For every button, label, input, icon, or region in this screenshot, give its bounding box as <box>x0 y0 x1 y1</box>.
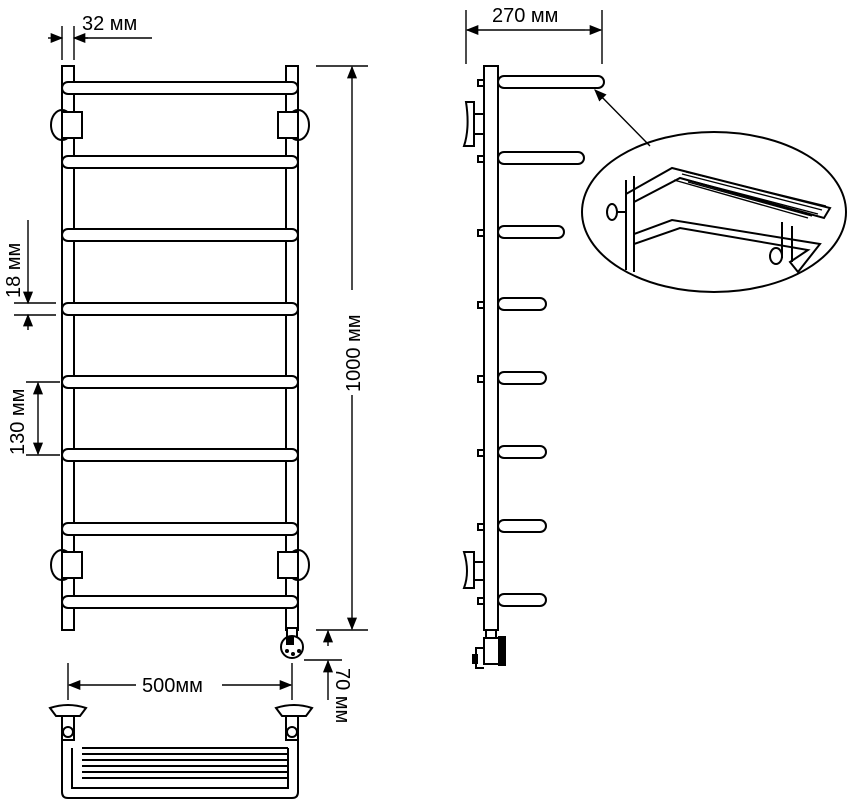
bar <box>61 375 299 389</box>
dim-label-130: 130 мм <box>7 389 29 455</box>
dim-label-32: 32 мм <box>82 13 137 35</box>
left-rail <box>61 65 75 631</box>
dim-label-1000: 1000 мм <box>343 314 365 392</box>
top-view <box>48 704 314 799</box>
horizontal-bars <box>61 81 299 609</box>
bar <box>61 155 299 169</box>
shelf-detail <box>581 131 847 293</box>
bar <box>61 81 299 95</box>
mount <box>277 111 299 139</box>
side-bars <box>477 75 605 607</box>
mount <box>61 111 83 139</box>
front-view: 32 мм 18 мм 130 мм 1000 мм <box>3 13 368 723</box>
heater-connector <box>280 627 304 659</box>
dim-label-18: 18 мм <box>3 243 25 298</box>
dim-height: 1000 мм <box>316 65 368 631</box>
mount <box>61 551 83 579</box>
dim-bottom-offset: 70 мм <box>304 629 353 723</box>
dim-rail-width: 32 мм <box>48 13 152 60</box>
bar <box>61 228 299 242</box>
bar <box>61 302 299 316</box>
dim-label-70: 70 мм <box>331 668 353 723</box>
detail-leader <box>594 89 651 147</box>
mount <box>277 551 299 579</box>
side-view: 270 мм <box>462 5 651 669</box>
dim-label-500: 500мм <box>142 675 203 697</box>
dim-label-270: 270 мм <box>492 5 558 27</box>
dim-bar-diameter: 18 мм <box>3 220 56 330</box>
right-rail <box>285 65 299 631</box>
wall-mounts <box>50 109 310 581</box>
side-rail <box>483 65 499 631</box>
side-heater <box>472 629 506 669</box>
dim-depth: 270 мм <box>465 5 603 64</box>
side-wall-mounts <box>462 101 485 589</box>
bar <box>61 522 299 536</box>
dim-width: 500мм <box>67 663 293 700</box>
bar <box>61 595 299 609</box>
bar <box>61 448 299 462</box>
dim-bar-spacing: 130 мм <box>7 381 60 456</box>
